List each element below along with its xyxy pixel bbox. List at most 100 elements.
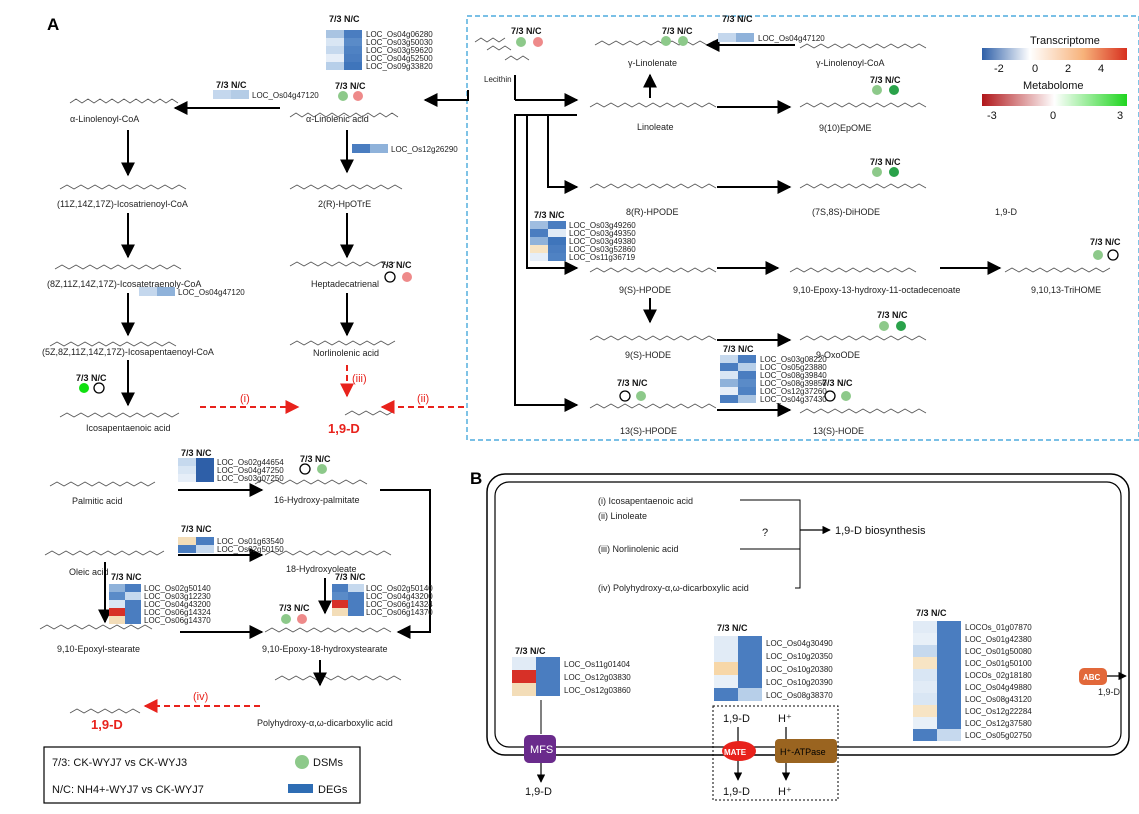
label-polyhydroxy: Polyhydroxy-α,ω-dicarboxylic acid [257, 718, 393, 728]
deg-legend-swatch [288, 784, 313, 793]
gene-label: LOC_Os04g47120 [252, 91, 319, 100]
gene-label: LOC_Os11g01404 [564, 660, 631, 669]
label-oxoode: 9-OxoODE [816, 350, 860, 360]
gene-label: LOC_Os01g63540 [217, 537, 284, 546]
route-i: (i) Icosapentaenoic acid [598, 496, 693, 506]
target-19d-route-iv: 1,9-D [91, 717, 123, 732]
dsm-header: 7/3 N/C [381, 260, 412, 270]
gene-label: LOC_Os02g50150 [217, 545, 284, 554]
label-hpode-9s: 9(S)-HPODE [619, 285, 671, 295]
label-palmitic: Palmitic acid [72, 496, 123, 506]
heatmap-header: 7/3 N/C [723, 344, 754, 354]
mfs-transporter [524, 735, 556, 763]
gene-label: LOC_Os03g49380 [569, 237, 636, 246]
dsm-dot [281, 614, 291, 624]
dsm-dot [299, 463, 311, 475]
gene-label: LOC_Os08g39850 [760, 379, 827, 388]
gene-label: LOC_Os03g49260 [569, 221, 636, 230]
metabolome-title: Metabolome [1023, 80, 1084, 92]
heatmap-g10: 7/3 N/C LOC_Os02g50140 LOC_Os03g12230 LO… [109, 572, 211, 625]
dsm-dot [872, 85, 882, 95]
dsm-dot [619, 390, 631, 402]
dsm-header: 7/3 N/C [870, 75, 901, 85]
label-alpha-linolenic-acid: α-Linolenic acid [306, 114, 369, 124]
label-hydroxy-palmitate: 16-Hydroxy-palmitate [274, 495, 360, 505]
gene-label: LOC_Os06g14370 [366, 608, 433, 617]
dsm-dot [384, 271, 396, 283]
label-heptadecatrienal: Heptadecatrienal [311, 279, 379, 289]
heatmap-g8: 7/3 N/C LOC_Os02g44654 LOC_Os04g47250 LO… [178, 448, 284, 483]
heatmap-header: 7/3 N/C [534, 210, 565, 220]
gene-label: LOC_Os08g39840 [760, 371, 827, 380]
gene-label: LOC_Os03g07250 [217, 474, 284, 483]
dsm-header: 7/3 N/C [279, 603, 310, 613]
gene-label: LOC_Os03g50030 [366, 38, 433, 47]
dsm-dot [636, 391, 646, 401]
label-gamma-linolenate: γ-Linolenate [628, 58, 677, 68]
route-label-ii: (ii) [417, 393, 429, 405]
gene-label: LOCOs_01g07870 [965, 623, 1032, 632]
label-19d-gray: 1,9-D [995, 207, 1018, 217]
route-label-i: (i) [240, 393, 250, 405]
label-hpotre: 2(R)-HpOTrE [318, 199, 371, 209]
metabolome-tick: -3 [987, 110, 997, 122]
red-routes [143, 365, 464, 713]
label-linoleate: Linoleate [637, 122, 674, 132]
gene-label: LOC_Os12g03860 [564, 686, 631, 695]
gene-label: LOC_Os05g02750 [965, 731, 1032, 740]
label-hpode-13s: 13(S)-HPODE [620, 426, 677, 436]
gene-label: LOC_Os02g44654 [217, 458, 284, 467]
gene-label: LOC_Os03g08220 [760, 355, 827, 364]
gene-label: LOC_Os12g03830 [564, 673, 631, 682]
dsm-dot [533, 37, 543, 47]
label-lecithin: Lecithin [484, 75, 512, 84]
label-epome: 9(10)EpOME [819, 123, 872, 133]
label-hode-13s: 13(S)-HODE [813, 426, 864, 436]
metabolome-tick: 0 [1050, 110, 1056, 122]
abc-label: ABC [1083, 673, 1101, 682]
dsm-dot [678, 36, 688, 46]
heatmap-header: 7/3 N/C [111, 572, 142, 582]
heatmap-header: 7/3 N/C [181, 448, 212, 458]
dsm-legend-dot [295, 755, 309, 769]
panel-label-b: B [470, 469, 482, 488]
key-73: 7/3: CK-WYJ7 vs CK-WYJ3 [52, 757, 187, 769]
mate-input: 1,9-D [723, 713, 750, 725]
panel-label-a: A [47, 15, 59, 34]
dsm-header: 7/3 N/C [511, 26, 542, 36]
gene-label: LOC_Os09g33820 [366, 62, 433, 71]
label-icosapentaenoic: Icosapentaenoic acid [86, 423, 171, 433]
gene-label: LOC_Os08g38370 [766, 691, 833, 700]
dsm-markers: 7/3 N/C 7/3 N/C 7/3 N/C 7/3 N/C 7/3 N/C … [76, 26, 1121, 624]
transcriptome-tick: 0 [1032, 63, 1038, 75]
gene-label: LOC_Os03g12230 [144, 592, 211, 601]
abc-product: 1,9-D [1098, 687, 1121, 697]
mfs-product: 1,9-D [525, 786, 552, 798]
dsm-header: 7/3 N/C [662, 26, 693, 36]
dsm-header: 7/3 N/C [822, 378, 853, 388]
transcriptome-title: Transcriptome [1030, 35, 1100, 47]
dsm-header: 7/3 N/C [617, 378, 648, 388]
dsm-dot [79, 383, 89, 393]
gene-label: LOC_Os12g37580 [965, 719, 1032, 728]
question-mark: ? [762, 527, 768, 539]
label-hpode-8r: 8(R)-HPODE [626, 207, 679, 217]
transcriptome-gradient [982, 48, 1127, 60]
heatmap-header: 7/3 N/C [916, 608, 947, 618]
route-iv: (iv) Polyhydroxy-α,ω-dicarboxylic acid [598, 583, 749, 593]
dsm-dot [889, 167, 899, 177]
route-label-iii: (iii) [352, 373, 367, 385]
mate-label: MATE [724, 748, 747, 757]
dsm-dot [338, 91, 348, 101]
gene-label: LOC_Os04g49880 [965, 683, 1032, 692]
label-epoxy-hydroxystearate: 9,10-Epoxy-18-hydroxystearate [262, 644, 388, 654]
gene-label: LOC_Os01g50100 [965, 659, 1032, 668]
mfs-label: MFS [530, 744, 553, 756]
label-epoxy-octadecenoate: 9,10-Epoxy-13-hydroxy-11-octadecenoate [793, 285, 960, 295]
dsm-header: 7/3 N/C [76, 373, 107, 383]
gene-label: LOC_Os02g50140 [144, 584, 211, 593]
gene-label: LOC_Os01g50080 [965, 647, 1032, 656]
label-icosatrienoyl: (11Z,14Z,17Z)-Icosatrienoyl-CoA [57, 199, 188, 209]
gene-label: LOC_Os04g37430 [760, 395, 827, 404]
